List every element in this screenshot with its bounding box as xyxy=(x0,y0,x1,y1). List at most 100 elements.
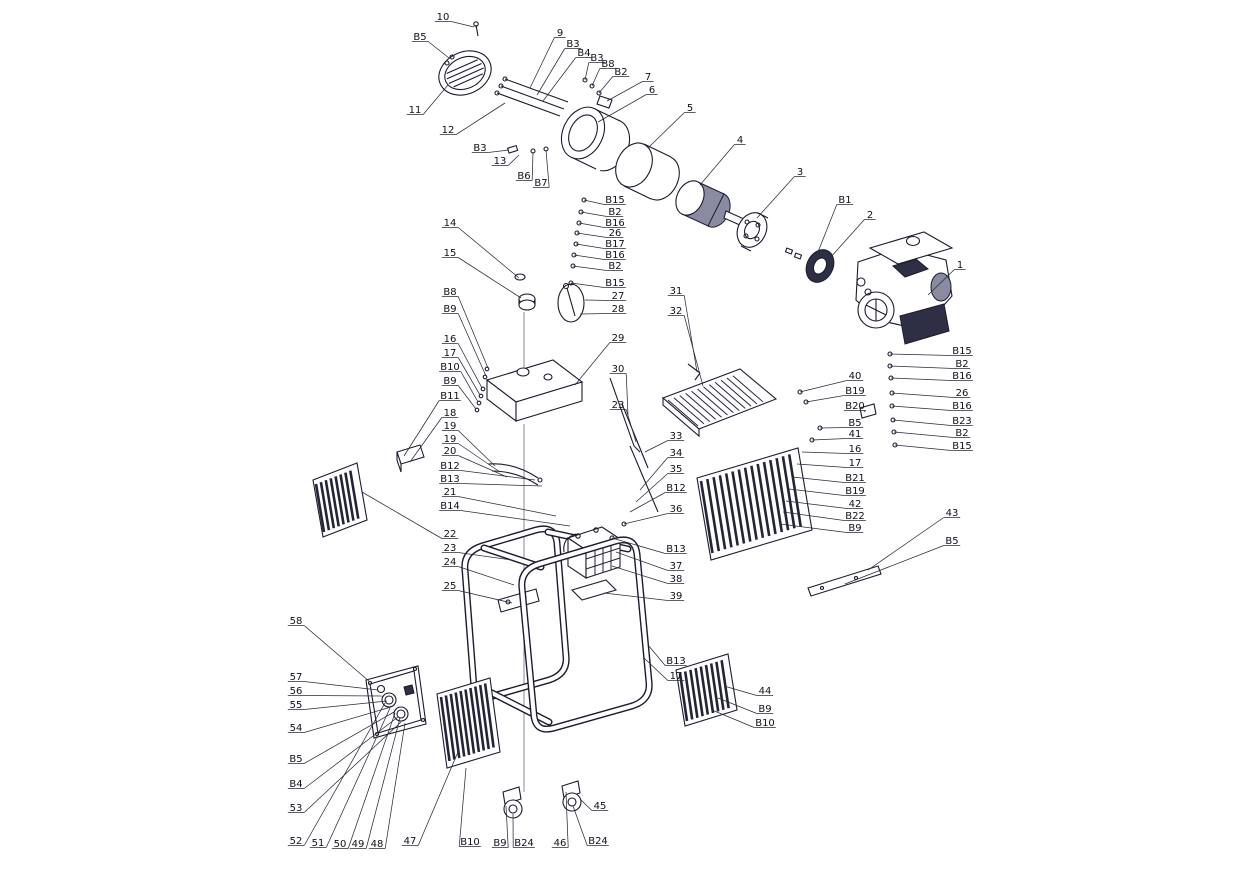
rotor xyxy=(670,176,750,232)
part-label-17: 17 xyxy=(670,671,683,682)
leader-line xyxy=(616,552,668,571)
leader-line xyxy=(385,723,405,849)
part-label-B15: B15 xyxy=(605,195,625,206)
part-label-B2: B2 xyxy=(955,428,968,439)
part-label-26: 26 xyxy=(609,228,622,239)
caster-rear xyxy=(562,781,581,811)
leader-line xyxy=(532,152,533,181)
part-label-B15: B15 xyxy=(605,278,625,289)
part-label-23: 23 xyxy=(612,400,625,411)
leader-line xyxy=(458,314,486,377)
indicator-light-icon xyxy=(378,686,385,693)
leader-line xyxy=(890,354,951,356)
leader-line xyxy=(461,484,542,487)
part-label-36: 36 xyxy=(670,504,683,515)
part-label-10: 10 xyxy=(437,12,450,23)
left-vent-panel xyxy=(313,463,367,537)
part-label-18: 18 xyxy=(444,408,457,419)
part-label-54: 54 xyxy=(290,723,303,734)
leader-line xyxy=(304,626,370,683)
leader-line xyxy=(624,514,668,525)
part-label-11: 11 xyxy=(409,105,422,116)
part-label-B13: B13 xyxy=(666,656,686,667)
part-label-44: 44 xyxy=(759,686,772,697)
leader-line xyxy=(458,258,521,299)
part-label-B5: B5 xyxy=(945,536,958,547)
part-label-B9: B9 xyxy=(443,376,456,387)
fuel-filler-cap xyxy=(515,274,535,310)
part-label-29: 29 xyxy=(612,333,625,344)
frame-rear-hoop xyxy=(465,529,566,697)
leader-line xyxy=(326,708,390,848)
part-label-B10: B10 xyxy=(755,718,775,729)
part-label-21: 21 xyxy=(444,487,457,498)
part-label-31: 31 xyxy=(670,286,683,297)
part-label-B12: B12 xyxy=(440,461,460,472)
leader-line xyxy=(530,38,554,89)
dipstick-ring xyxy=(558,284,584,323)
part-label-5: 5 xyxy=(687,103,693,114)
part-label-27: 27 xyxy=(612,291,625,302)
part-label-B16: B16 xyxy=(952,371,972,382)
leader-line xyxy=(700,145,734,186)
part-label-B9: B9 xyxy=(443,304,456,315)
part-label-19: 19 xyxy=(444,421,457,432)
leader-line xyxy=(892,393,954,398)
part-label-52: 52 xyxy=(290,836,303,847)
part-label-1: 1 xyxy=(957,260,963,271)
part-label-B4: B4 xyxy=(289,779,302,790)
leader-line xyxy=(584,200,604,205)
leader-line xyxy=(458,297,488,369)
front-louver-panel xyxy=(437,678,500,768)
small-fasteners-top xyxy=(508,146,548,153)
part-label-4: 4 xyxy=(737,135,743,146)
part-label-19: 19 xyxy=(444,434,457,445)
leader-line xyxy=(802,452,847,454)
part-label-56: 56 xyxy=(290,686,303,697)
part-label-B12: B12 xyxy=(666,483,686,494)
leader-line xyxy=(574,255,604,260)
part-label-40: 40 xyxy=(849,371,862,382)
part-label-15: 15 xyxy=(444,248,457,259)
leader-line xyxy=(812,439,847,441)
part-label-B13: B13 xyxy=(440,474,460,485)
top-cover-panel xyxy=(663,364,776,436)
part-label-B20: B20 xyxy=(845,401,865,412)
leader-line xyxy=(362,492,442,539)
leader-line xyxy=(757,177,794,219)
part-label-B2: B2 xyxy=(955,359,968,370)
part-label-B2: B2 xyxy=(614,67,627,78)
leader-line xyxy=(581,212,607,217)
leader-line xyxy=(890,366,954,369)
part-label-B17: B17 xyxy=(605,239,625,250)
leader-line xyxy=(458,456,507,478)
part-label-51: 51 xyxy=(312,838,325,849)
mounting-bracket xyxy=(397,445,424,472)
leader-line xyxy=(684,316,703,387)
part-label-17: 17 xyxy=(444,348,457,359)
leader-line xyxy=(800,381,847,393)
part-label-34: 34 xyxy=(670,448,683,459)
leader-line xyxy=(894,432,954,438)
part-label-53: 53 xyxy=(290,803,303,814)
leader-line xyxy=(458,386,476,410)
part-label-B5: B5 xyxy=(289,754,302,765)
part-label-B3: B3 xyxy=(473,143,486,154)
leader-line xyxy=(806,396,844,403)
leader-line xyxy=(573,266,607,271)
part-label-B2: B2 xyxy=(608,207,621,218)
part-label-B14: B14 xyxy=(440,501,460,512)
leader-line xyxy=(428,42,449,59)
part-label-B15: B15 xyxy=(952,346,972,357)
part-label-47: 47 xyxy=(404,836,417,847)
part-label-45: 45 xyxy=(594,801,607,812)
leader-line xyxy=(648,113,684,149)
muffler xyxy=(931,273,951,301)
leader-line xyxy=(543,58,576,102)
leader-line xyxy=(508,155,519,166)
leader-line xyxy=(592,69,600,87)
housing-fasteners xyxy=(569,198,586,285)
part-label-26: 26 xyxy=(956,388,969,399)
part-label-B16: B16 xyxy=(952,401,972,412)
